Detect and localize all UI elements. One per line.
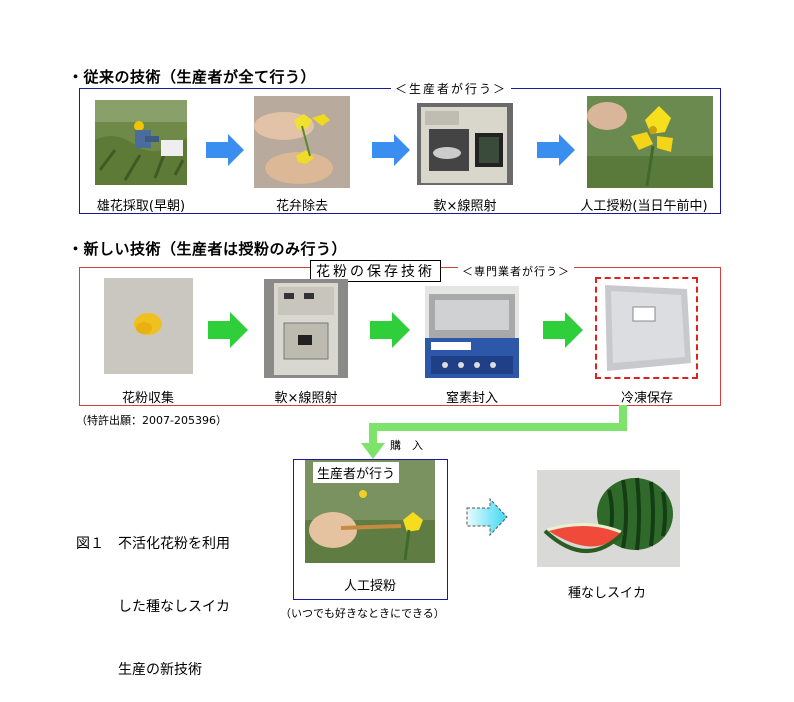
specialist-does-tag: ＜専門業者が行う＞ [458,263,574,279]
pollen-powder-photo [104,278,193,374]
result-label: 種なしスイカ [552,582,662,601]
step-label: 窒素封入 [416,387,528,406]
xray-cabinet-photo [264,279,348,378]
arrow-right-icon [543,312,583,348]
producer-does-tag: 生産者が行う [313,462,399,483]
arrow-right-icon [537,134,575,166]
figure-caption-line: した種なしスイカ [76,597,230,618]
arrow-right-icon [208,312,248,348]
step-label: 人工授粉(当日午前中) [562,195,726,214]
section2-heading: ・新しい技術（生産者は授粉のみ行う） [68,238,347,259]
nitrogen-sealer-photo [425,286,519,378]
sealed-bag-photo [595,277,698,379]
arrow-right-icon [206,134,244,166]
step-label: 花弁除去 [246,195,358,214]
producer-does-tag: ＜生産者が行う＞ [391,80,511,97]
arrow-right-icon [372,134,410,166]
figure-caption-line: 図１ 不活化花粉を利用 [76,534,230,555]
pollination-note: （いつでも好きなときにできる） [280,605,445,621]
step-label: 雄花採取(早朝) [82,195,200,214]
seedless-watermelon-photo [537,470,680,567]
figure-caption: 図１ 不活化花粉を利用 した種なしスイカ 生産の新技術 [76,492,230,702]
step-label: 花粉収集 [94,387,202,406]
purchase-label: 購 入 [390,437,423,453]
patent-note: （特許出願：2007-205396） [76,412,227,428]
flower-hands-photo [254,96,350,188]
flower-pollination-photo [587,96,713,188]
step-label: 軟×線照射 [408,195,522,214]
figure-caption-line: 生産の新技術 [76,660,230,681]
arrow-right-icon [370,312,410,348]
pollination-label: 人工授粉 [310,575,430,594]
dashed-arrow-right-icon [466,498,508,536]
step-label: 軟×線照射 [250,387,362,406]
xray-machine-photo [417,103,513,185]
step-label: 冷凍保存 [591,387,703,406]
farmer-field-photo [95,100,187,185]
section1-heading: ・従来の技術（生産者が全て行う） [68,66,316,87]
